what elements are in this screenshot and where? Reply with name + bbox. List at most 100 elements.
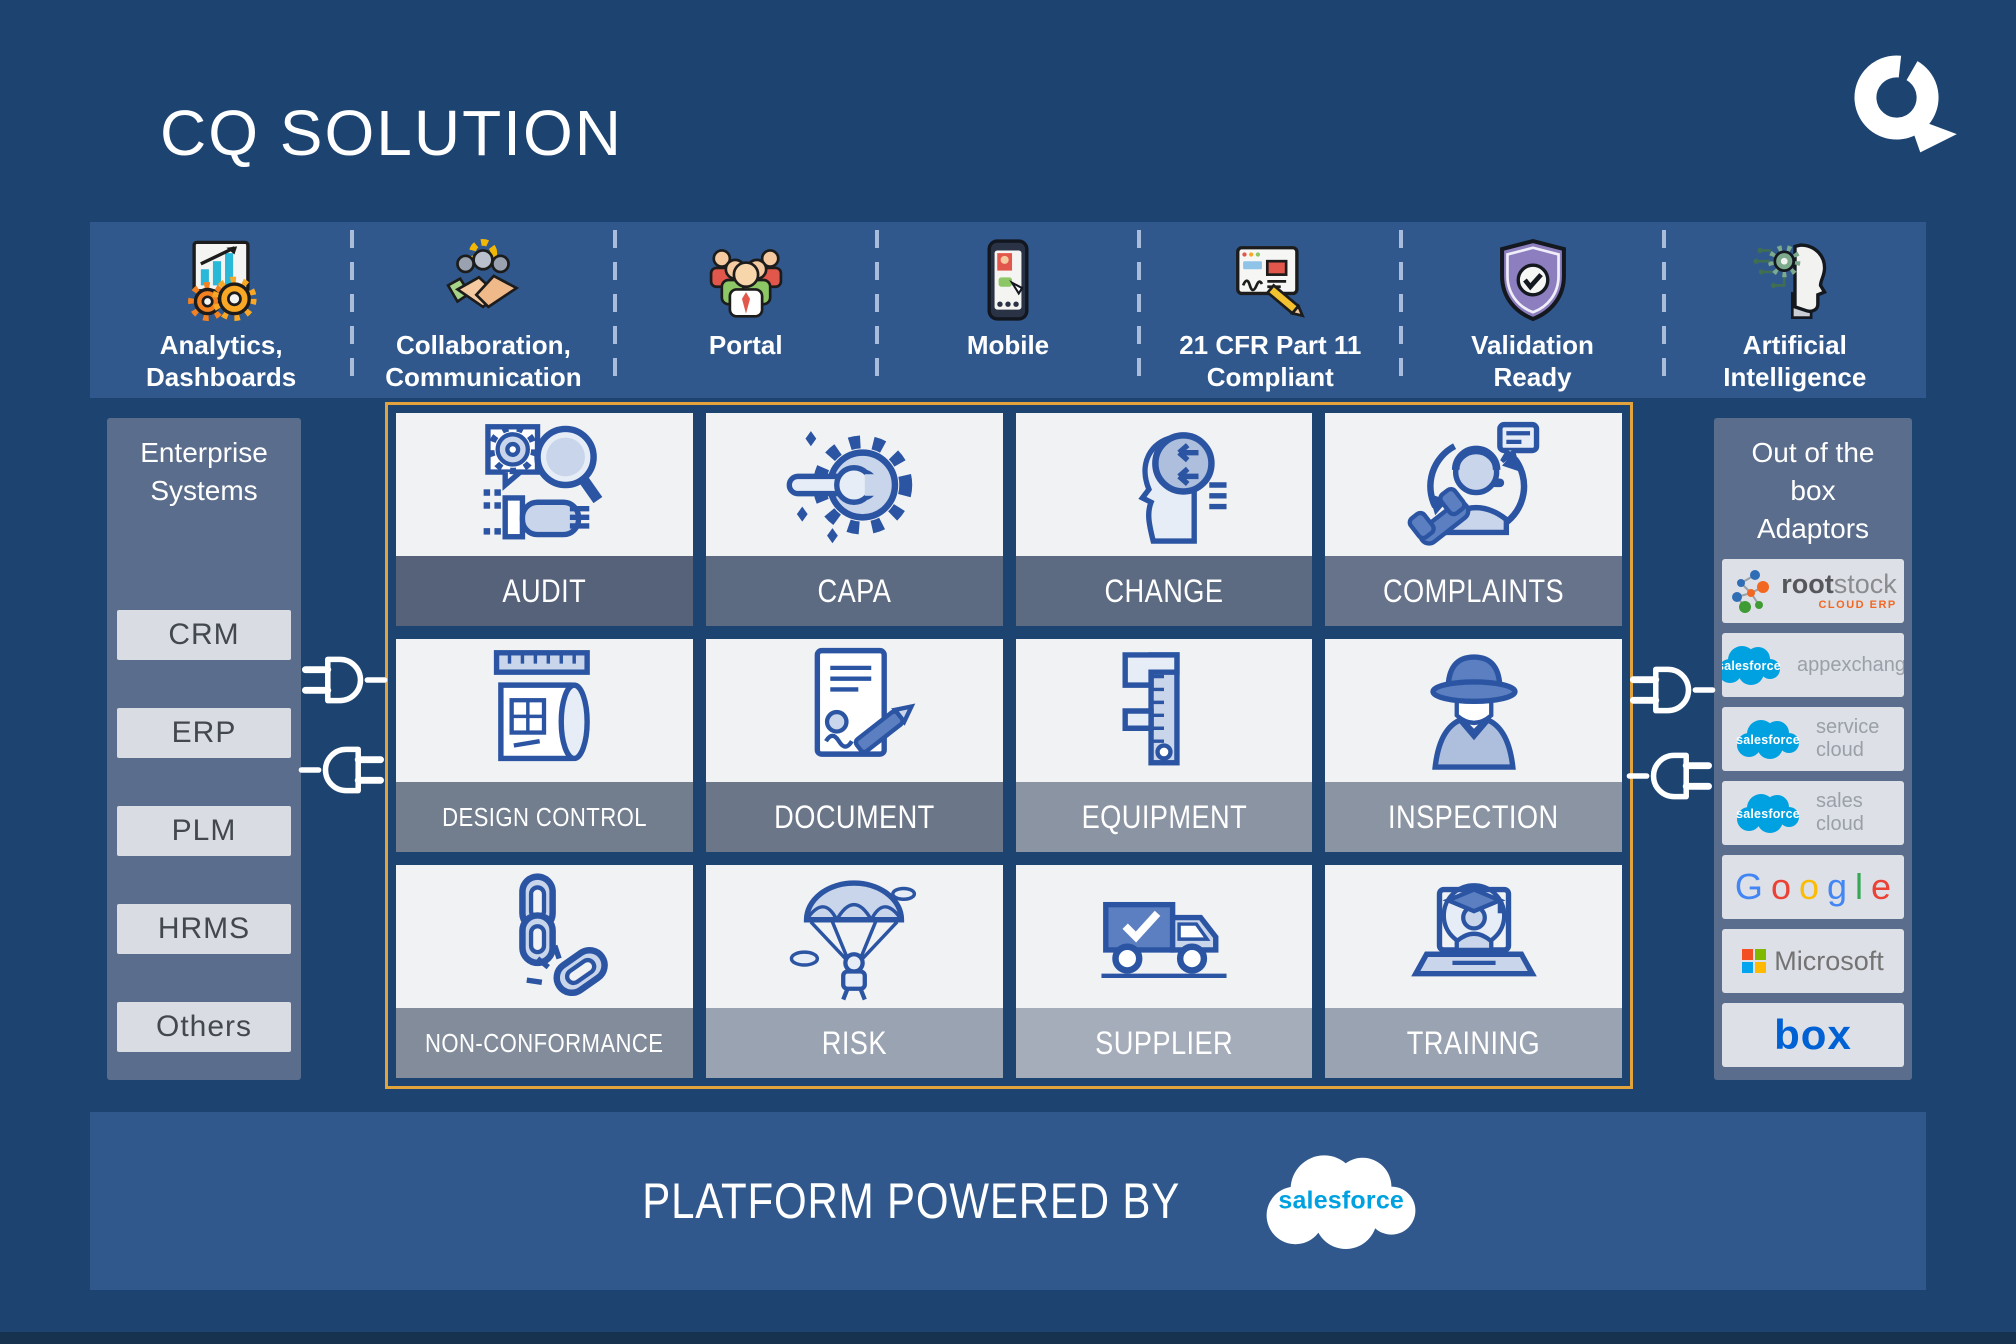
- enterprise-item-others: Others: [117, 1001, 291, 1052]
- google-letter: o: [1798, 866, 1819, 908]
- adaptor-box: box: [1722, 1003, 1904, 1068]
- enterprise-panel-header: Enterprise Systems: [140, 437, 268, 506]
- feature-validation: Validation Ready: [1399, 222, 1663, 398]
- module-inspection: INSPECTION: [1325, 639, 1622, 852]
- module-equipment: EQUIPMENT: [1015, 639, 1313, 852]
- footer-text: PLATFORM POWERED BY: [642, 1173, 1180, 1229]
- module-capa: CAPA: [705, 413, 1003, 626]
- module-label: COMPLAINTS: [1383, 572, 1565, 609]
- module-label-bar: AUDIT: [396, 556, 693, 626]
- module-label-bar: COMPLAINTS: [1325, 556, 1622, 626]
- module-label-bar: EQUIPMENT: [1015, 782, 1313, 852]
- module-label: AUDIT: [502, 572, 587, 609]
- module-label-bar: NON-CONFORMANCE: [396, 1008, 693, 1078]
- google-letter: g: [1827, 866, 1848, 908]
- salesforce-logo: salesforce: [1257, 1142, 1425, 1260]
- module-complaints: COMPLAINTS: [1325, 413, 1622, 626]
- feature-label: Collaboration, Communication: [385, 330, 582, 392]
- adaptor-microsoft: Microsoft: [1722, 929, 1904, 994]
- feature-label: Analytics, Dashboards: [146, 330, 297, 392]
- module-audit: AUDIT: [396, 413, 693, 626]
- module-label-bar: DOCUMENT: [705, 782, 1003, 852]
- footer-band: PLATFORM POWERED BY salesforce: [90, 1112, 1926, 1290]
- salesforce-cloud-icon: salesforce: [1728, 715, 1808, 763]
- feature-mobile: Mobile: [874, 222, 1139, 398]
- module-supplier: SUPPLIER: [1015, 865, 1313, 1078]
- module-label-bar: CHANGE: [1015, 556, 1313, 626]
- portal-icon: [703, 237, 789, 323]
- module-risk: RISK: [705, 865, 1003, 1078]
- feature-cfr: 21 CFR Part 11 Compliant: [1137, 222, 1401, 398]
- feature-collaboration: Collaboration, Communication: [350, 222, 614, 398]
- module-grid: AUDIT CAPA CHANGE COMPLAINTS DESIGN CONTROL D…: [396, 413, 1622, 1078]
- rootstock-icon: [1729, 567, 1773, 615]
- adaptor-label: sales cloud: [1816, 790, 1864, 836]
- enterprise-item-erp: ERP: [117, 707, 291, 758]
- feature-label: Artificial Intelligence: [1723, 330, 1867, 392]
- adaptors-panel-header: Out of the box Adaptors: [1751, 437, 1875, 544]
- module-label-bar: CAPA: [705, 556, 1003, 626]
- feature-label: Portal: [708, 330, 783, 360]
- salesforce-cloud-icon: salesforce: [1728, 789, 1808, 837]
- module-label-bar: SUPPLIER: [1015, 1008, 1313, 1078]
- equipment-icon: [1095, 642, 1233, 780]
- module-label: TRAINING: [1406, 1024, 1541, 1061]
- salesforce-wordmark: salesforce: [1278, 1186, 1405, 1215]
- rootstock-subtitle: CLOUD ERP: [1818, 599, 1897, 612]
- document-icon: [785, 642, 923, 780]
- feature-analytics: Analytics, Dashboards: [90, 222, 352, 398]
- plug-icon: [1630, 662, 1716, 718]
- adaptor-appexchange: salesforce appexchange: [1722, 633, 1904, 698]
- google-letter: l: [1855, 866, 1864, 908]
- google-letter: G: [1734, 866, 1763, 908]
- module-design: DESIGN CONTROL: [396, 639, 693, 852]
- feature-portal: Portal: [612, 222, 877, 398]
- microsoft-squares-icon: [1742, 949, 1767, 974]
- module-label: CHANGE: [1104, 572, 1224, 609]
- cfr-icon: [1227, 237, 1313, 323]
- complaints-icon: [1405, 416, 1543, 554]
- analytics-icon: [178, 237, 264, 323]
- adaptor-label: service cloud: [1816, 716, 1880, 762]
- page-title: CQ SOLUTION: [160, 97, 623, 169]
- module-document: DOCUMENT: [705, 639, 1003, 852]
- risk-icon: [785, 868, 923, 1006]
- adaptor-label: Microsoft: [1774, 945, 1884, 976]
- module-label: INSPECTION: [1388, 798, 1559, 835]
- mobile-icon: [965, 237, 1051, 323]
- bottom-strip: [0, 1332, 2016, 1344]
- enterprise-item-plm: PLM: [117, 805, 291, 856]
- module-label: NON-CONFORMANCE: [425, 1027, 664, 1058]
- nonconformance-icon: [475, 868, 613, 1006]
- feature-label: Mobile: [966, 330, 1050, 360]
- module-label: RISK: [821, 1024, 887, 1061]
- design-icon: [475, 642, 613, 780]
- ai-icon: [1752, 237, 1838, 323]
- module-label: DOCUMENT: [773, 798, 935, 835]
- enterprise-item-crm: CRM: [117, 609, 291, 660]
- feature-ai: Artificial Intelligence: [1661, 222, 1926, 398]
- module-nonconformance: NON-CONFORMANCE: [396, 865, 693, 1078]
- module-label: DESIGN CONTROL: [441, 801, 647, 832]
- module-training: TRAINING: [1325, 865, 1622, 1078]
- rootstock-wordmark: root: [1781, 569, 1834, 600]
- module-label: SUPPLIER: [1094, 1024, 1233, 1061]
- inspection-icon: [1405, 642, 1543, 780]
- adaptor-label: appexchange: [1796, 653, 1904, 676]
- supplier-icon: [1095, 868, 1233, 1006]
- capa-icon: [785, 416, 923, 554]
- google-letter: e: [1871, 866, 1892, 908]
- module-label-bar: INSPECTION: [1325, 782, 1622, 852]
- training-icon: [1405, 868, 1543, 1006]
- module-label: EQUIPMENT: [1081, 798, 1247, 835]
- salesforce-cloud-icon: salesforce: [1722, 641, 1789, 689]
- module-label-bar: TRAINING: [1325, 1008, 1622, 1078]
- change-icon: [1095, 416, 1233, 554]
- feature-label: 21 CFR Part 11 Compliant: [1179, 330, 1362, 392]
